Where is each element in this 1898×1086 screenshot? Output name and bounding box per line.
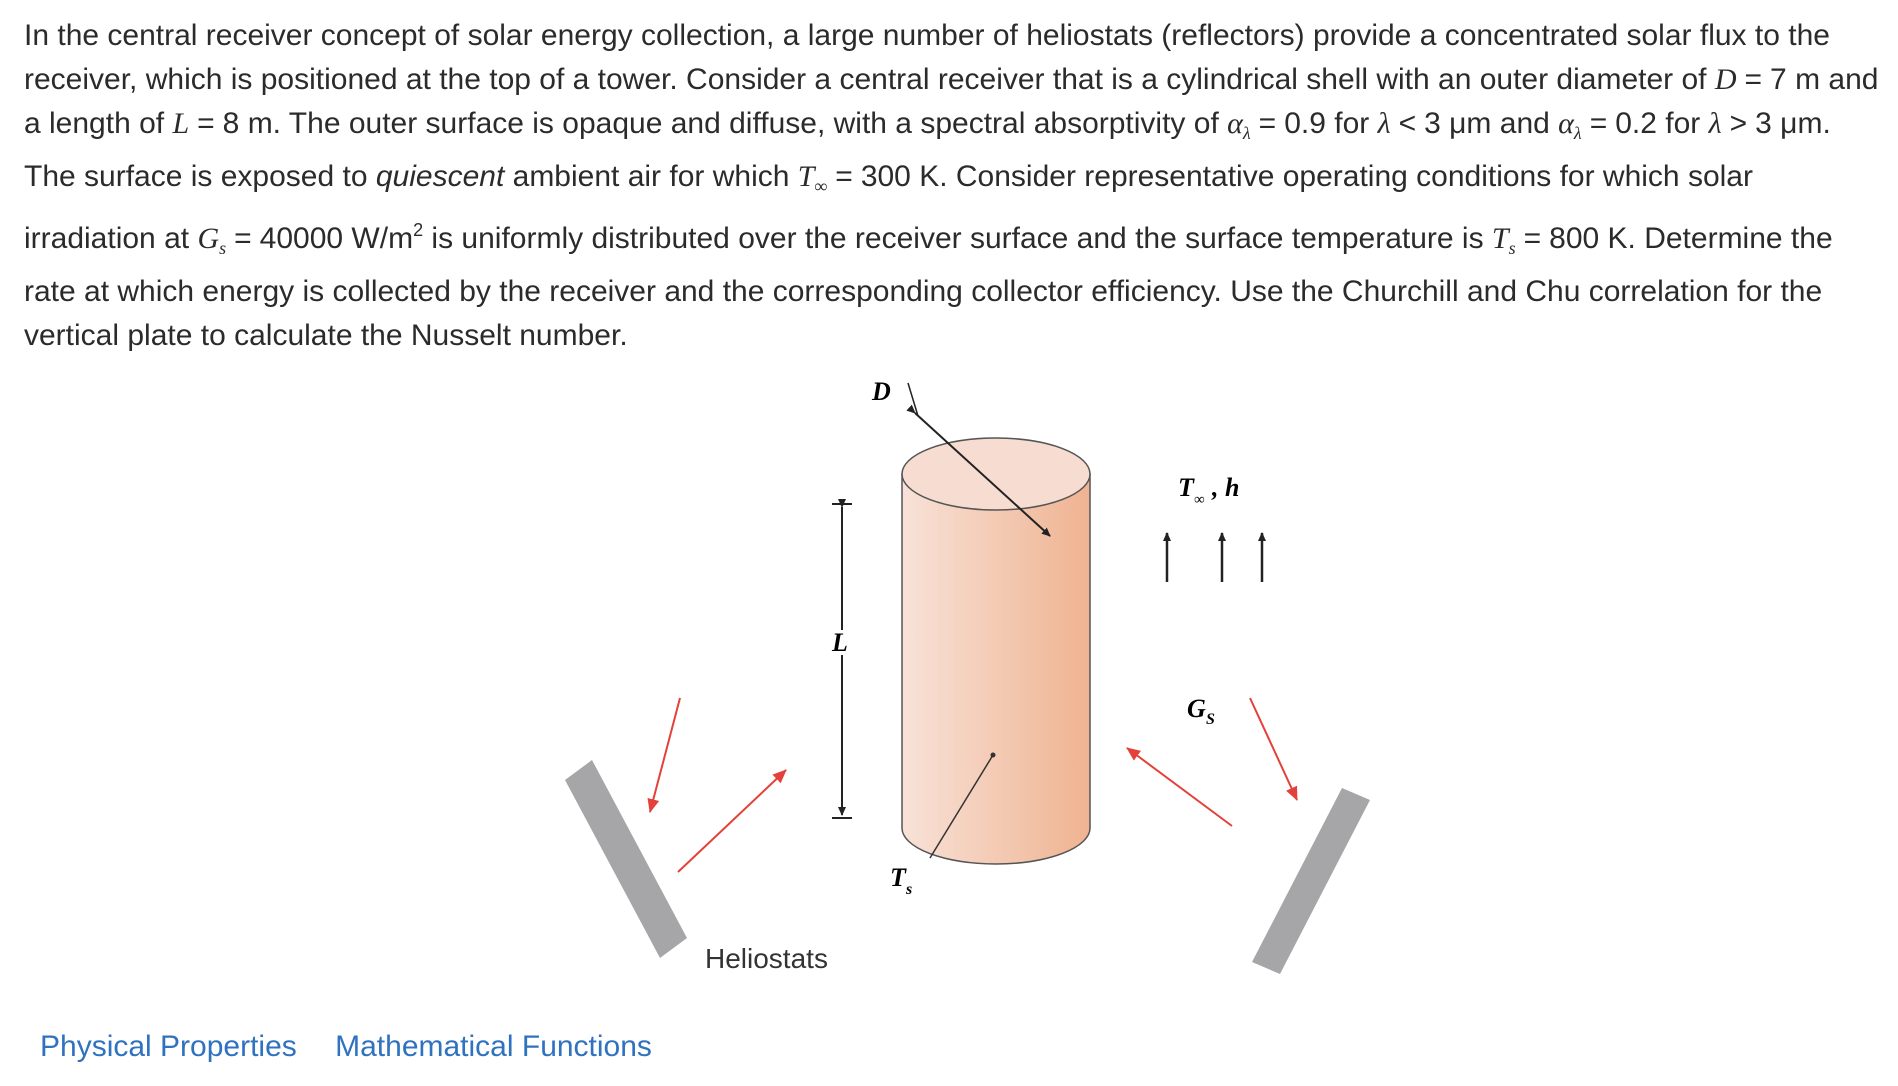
receiver-cylinder: [901, 437, 1091, 865]
heliostat-left: [565, 760, 687, 958]
ts-point: [990, 752, 996, 758]
receiver-diagram-svg: D L T s T ∞ , h G S: [565, 377, 1370, 974]
label-heliostats: Heliostats: [705, 943, 828, 974]
label-Ts: T: [890, 863, 907, 892]
label-L: L: [831, 628, 848, 657]
ts-leader: [929, 754, 994, 859]
receiver-diagram: D L T s T ∞ , h G S: [0, 360, 1898, 1000]
solar-rays: [647, 697, 1298, 873]
label-D: D: [871, 377, 891, 406]
label-Gs-sub: S: [1206, 711, 1215, 728]
physical-properties-link[interactable]: Physical Properties: [40, 1030, 297, 1063]
label-Tinf-sub: ∞: [1194, 492, 1205, 508]
diameter-arrow: [906, 404, 1051, 537]
mathematical-functions-link[interactable]: Mathematical Functions: [335, 1030, 652, 1063]
reference-links: Physical Properties Mathematical Functio…: [40, 1030, 682, 1064]
label-Gs: G: [1187, 694, 1206, 723]
diameter-leader: [907, 382, 919, 417]
problem-statement: In the central receiver concept of solar…: [24, 19, 1879, 352]
air-flow-arrows: [1163, 532, 1266, 582]
heliostat-right: [1252, 788, 1370, 974]
length-dimension: [832, 499, 852, 819]
label-Ts-sub: s: [905, 881, 912, 898]
label-h: , h: [1211, 473, 1239, 502]
label-Tinf: T: [1178, 473, 1195, 502]
